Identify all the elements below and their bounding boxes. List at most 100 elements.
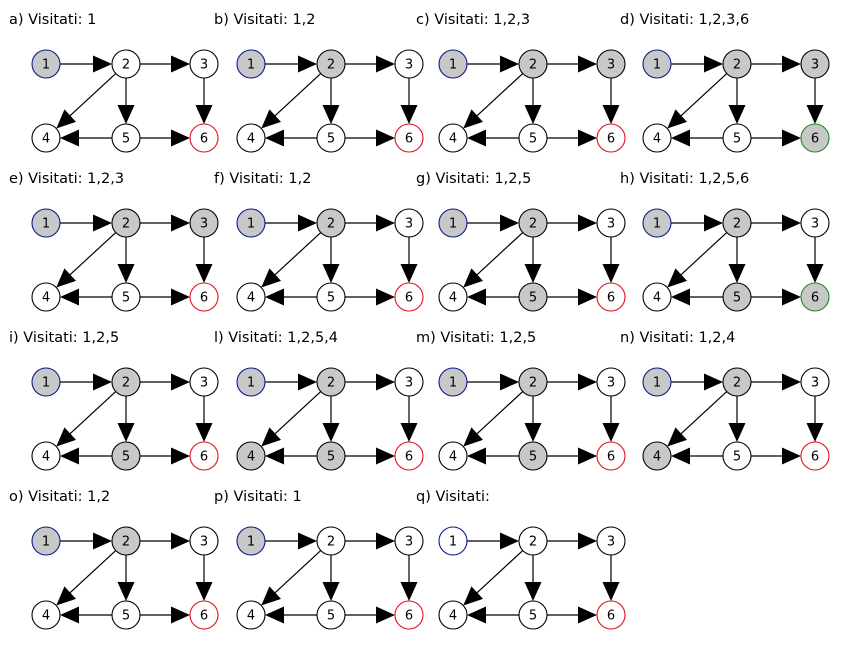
edge-5-4	[265, 447, 317, 465]
arrowhead-icon	[667, 427, 687, 447]
arrowhead-icon	[376, 214, 395, 232]
arrowhead-icon	[671, 288, 690, 306]
node-label: 2	[529, 535, 537, 550]
node-circle	[111, 282, 141, 312]
arrowhead-icon	[60, 288, 79, 306]
edge-2-5	[322, 555, 340, 601]
edge-5-4	[467, 606, 519, 624]
node-label: 6	[811, 291, 819, 306]
edge-2-3	[751, 373, 801, 391]
edge-3-6	[602, 237, 620, 283]
edge-5-6	[345, 288, 395, 306]
node-2: 2	[518, 367, 548, 397]
node-circle	[394, 123, 424, 153]
edge-2-5	[117, 237, 135, 283]
arrowhead-icon	[782, 288, 801, 306]
edge-2-5	[728, 78, 746, 124]
node-label: 5	[122, 291, 130, 306]
panel-title: h) Visitati: 1,2,5,6	[620, 171, 750, 187]
node-circle	[518, 49, 548, 79]
arrowhead-icon	[117, 582, 135, 601]
node-label: 6	[607, 291, 615, 306]
node-circle	[236, 600, 266, 630]
node-circle	[189, 600, 219, 630]
arrowhead-icon	[782, 214, 801, 232]
node-4: 4	[236, 282, 266, 312]
node-4: 4	[31, 441, 61, 471]
node-circle	[800, 208, 830, 238]
node-label: 2	[327, 376, 335, 391]
edge-1-2	[467, 373, 519, 391]
node-4: 4	[438, 441, 468, 471]
node-label: 6	[811, 450, 819, 465]
node-1: 1	[642, 367, 672, 397]
edge-2-4	[56, 73, 117, 129]
node-label: 1	[449, 217, 457, 232]
node-3: 3	[596, 49, 626, 79]
node-3: 3	[189, 526, 219, 556]
arrowhead-icon	[524, 105, 542, 124]
node-label: 1	[247, 535, 255, 550]
arrowhead-icon	[500, 55, 519, 73]
node-circle	[518, 282, 548, 312]
edge-3-6	[195, 555, 213, 601]
arrowhead-icon	[667, 109, 687, 129]
edge-line	[679, 391, 728, 436]
edge-5-4	[467, 447, 519, 465]
node-circle	[316, 123, 346, 153]
node-3: 3	[596, 208, 626, 238]
node-6: 6	[800, 123, 830, 153]
edge-1-2	[467, 532, 519, 550]
edge-2-4	[261, 550, 322, 606]
arrowhead-icon	[322, 264, 340, 283]
node-5: 5	[316, 282, 346, 312]
node-label: 5	[327, 132, 335, 147]
edge-2-5	[322, 237, 340, 283]
node-label: 4	[449, 450, 457, 465]
arrowhead-icon	[400, 105, 418, 124]
node-5: 5	[518, 282, 548, 312]
node-2: 2	[111, 208, 141, 238]
node-3: 3	[394, 367, 424, 397]
arrowhead-icon	[578, 447, 597, 465]
node-2: 2	[111, 367, 141, 397]
node-6: 6	[189, 282, 219, 312]
node-circle	[438, 441, 468, 471]
node-circle	[394, 49, 424, 79]
arrowhead-icon	[376, 55, 395, 73]
node-circle	[394, 600, 424, 630]
panel-title: f) Visitati: 1,2	[214, 171, 312, 187]
node-circle	[31, 526, 61, 556]
node-label: 5	[733, 291, 741, 306]
node-2: 2	[111, 526, 141, 556]
node-2: 2	[316, 367, 346, 397]
node-1: 1	[642, 49, 672, 79]
edge-2-5	[524, 78, 542, 124]
arrowhead-icon	[265, 447, 284, 465]
edge-2-4	[56, 232, 117, 288]
edge-2-4	[56, 391, 117, 447]
arrowhead-icon	[602, 582, 620, 601]
edge-3-6	[195, 78, 213, 124]
edge-line	[68, 73, 117, 118]
edge-2-5	[524, 555, 542, 601]
edge-1-2	[671, 214, 723, 232]
node-6: 6	[394, 600, 424, 630]
node-circle	[438, 367, 468, 397]
node-label: 4	[653, 450, 661, 465]
node-6: 6	[394, 441, 424, 471]
node-circle	[189, 123, 219, 153]
edge-1-2	[265, 55, 317, 73]
arrowhead-icon	[578, 532, 597, 550]
edge-2-5	[117, 555, 135, 601]
arrowhead-icon	[500, 532, 519, 550]
node-circle	[596, 600, 626, 630]
arrowhead-icon	[400, 423, 418, 442]
panel-title: d) Visitati: 1,2,3,6	[620, 12, 750, 28]
panel-title: g) Visitati: 1,2,5	[416, 171, 532, 187]
arrowhead-icon	[265, 288, 284, 306]
